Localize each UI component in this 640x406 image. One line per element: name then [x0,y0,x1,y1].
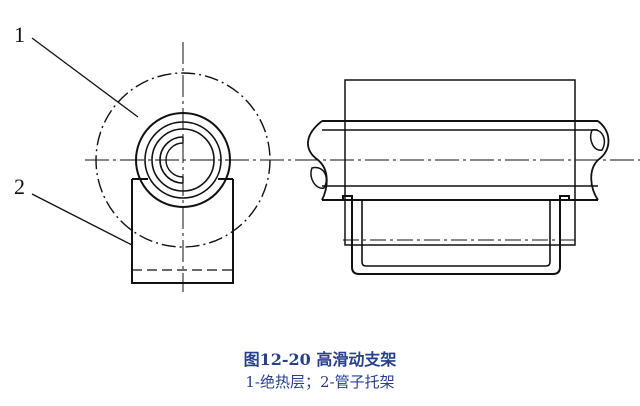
pipe-left-break-inner [310,166,328,189]
figure-title: 图12-20 高滑动支架 [243,350,397,369]
pipe-right-break-inner [590,129,606,151]
part-label-2: 2 [14,174,25,199]
pipe-right-break [590,120,610,201]
pipe-left-break [307,120,328,201]
cross-section-view [31,37,640,292]
insulation-box [344,79,576,246]
leader-line-1 [31,37,139,118]
part-label-1: 1 [14,22,25,47]
figure-legend: 1-绝热层；2-管子托架 [245,373,395,391]
leader-line-2 [31,193,133,246]
side-view [307,79,610,275]
u-support-inner [361,200,551,267]
u-support-outer [342,195,570,275]
